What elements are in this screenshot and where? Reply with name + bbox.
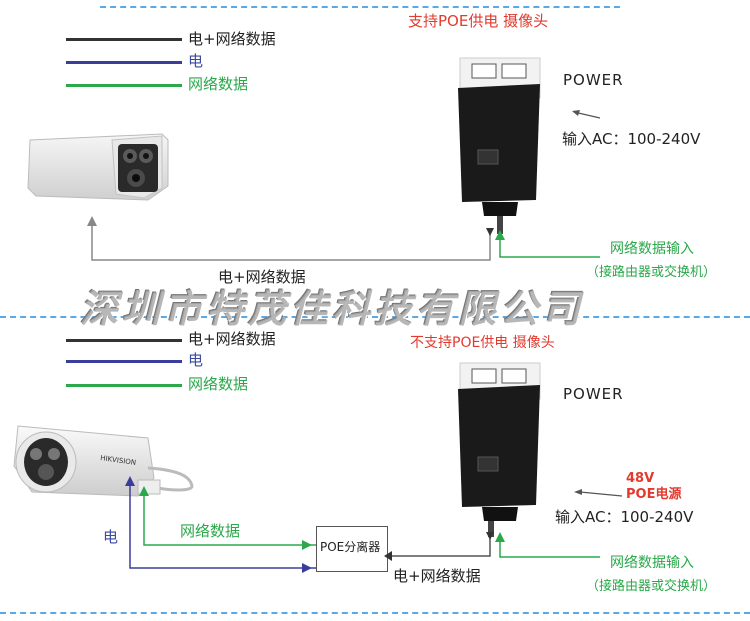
legend-line-power	[66, 61, 182, 64]
poe-camera-image	[27, 133, 169, 201]
legend-label-power: 电	[188, 52, 204, 70]
bottom-network-input-sub: （接路由器或交换机）	[586, 579, 717, 594]
top-network-input-line	[499, 236, 600, 258]
top-input-ac: 输入AC：100-240V	[562, 130, 701, 148]
splitter-network-line	[143, 492, 316, 546]
legend-label-power-bottom: 电	[188, 351, 204, 369]
poe-splitter-box	[316, 526, 388, 572]
poe-power-adapter-top	[458, 57, 541, 234]
top-title: 支持POE供电 摄像头	[408, 12, 549, 30]
legend-label-power-data: 电+网络数据	[188, 30, 276, 48]
legend-line-power-data-bottom	[66, 339, 182, 342]
bottom-cable-label: 电+网络数据	[393, 567, 481, 585]
power-line-label: 电	[103, 528, 119, 546]
top-network-input-sub: （接路由器或交换机）	[586, 265, 717, 280]
company-watermark: 深圳市特茂佳科技有限公司	[80, 287, 585, 331]
top-power-data-cable	[91, 222, 491, 261]
top-connection-lines	[87, 110, 601, 261]
top-power-label: POWER	[563, 71, 624, 89]
top-cable-label: 电+网络数据	[218, 268, 306, 286]
poe-source-label: POE电源	[626, 487, 682, 502]
bottom-power-label: POWER	[563, 385, 624, 403]
legend-label-network: 网络数据	[188, 75, 249, 93]
legend-line-network	[66, 84, 182, 87]
top-network-input: 网络数据输入	[610, 241, 694, 257]
top-dashed-border	[100, 6, 620, 8]
middle-dashed-border	[0, 316, 750, 318]
legend-line-power-bottom	[66, 360, 182, 363]
legend-label-power-data-bottom: 电+网络数据	[188, 330, 276, 348]
legend-line-network-bottom	[66, 384, 182, 387]
non-poe-camera-image: HIKVISION	[13, 425, 194, 497]
legend-line-power-data	[66, 38, 182, 41]
bottom-title: 不支持POE供电 摄像头	[410, 335, 555, 351]
bottom-input-ac: 输入AC：100-240V	[555, 508, 694, 526]
bottom-power-data-cable	[388, 538, 491, 557]
splitter-power-line	[129, 480, 316, 569]
bottom-dashed-border	[0, 612, 750, 614]
poe-splitter-label: POE分离器	[320, 540, 381, 554]
network-line-label: 网络数据	[180, 522, 241, 540]
bottom-connection-lines	[125, 476, 623, 573]
poe-voltage-label: 48V	[626, 471, 655, 486]
legend-label-network-bottom: 网络数据	[188, 375, 249, 393]
bottom-network-input: 网络数据输入	[610, 555, 694, 571]
bottom-network-input-line	[499, 538, 600, 558]
poe-source-pointer-arrow	[579, 491, 623, 497]
poe-power-adapter-bottom	[458, 362, 541, 537]
